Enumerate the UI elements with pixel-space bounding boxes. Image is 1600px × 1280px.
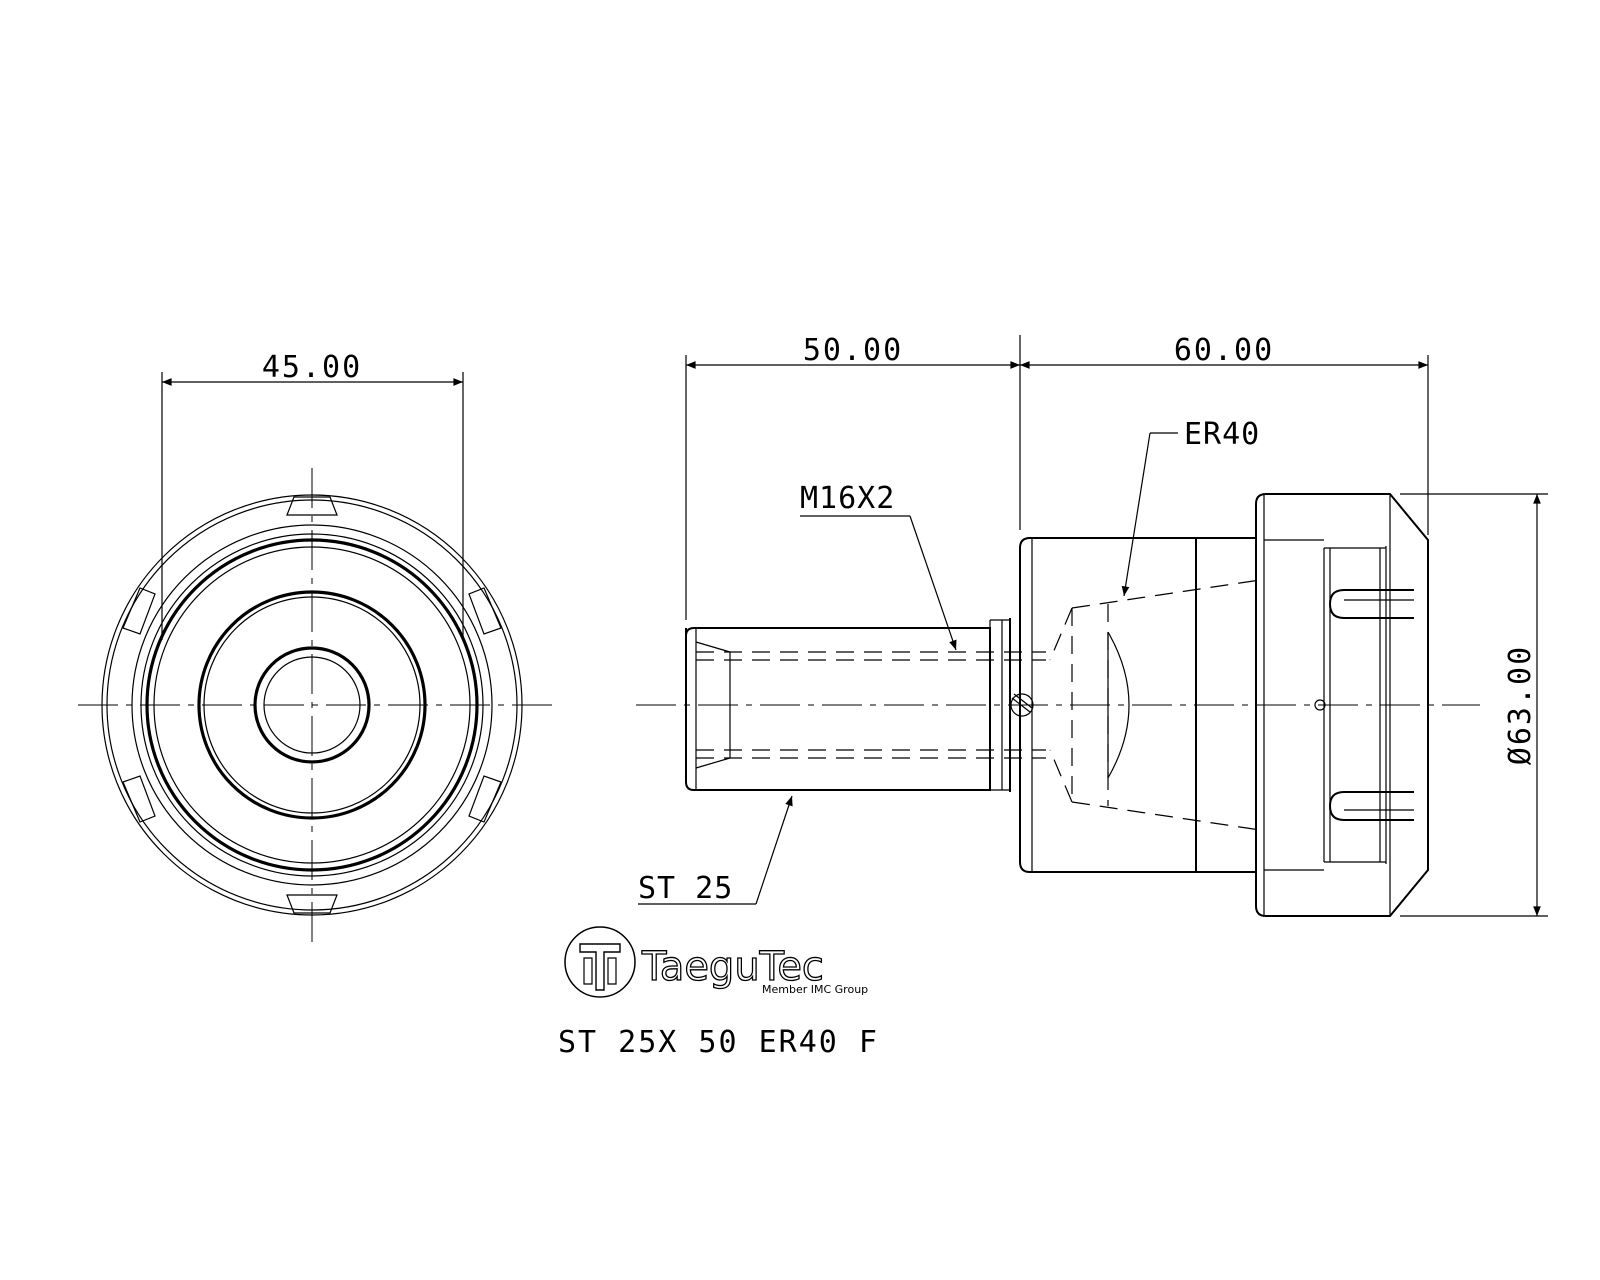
collet-nut [1255,493,1429,917]
dimension-shank-length: 50.00 [685,333,1021,620]
brand-name: TaeguTec [641,944,824,990]
dimension-diameter-label: Ø63.00 [1503,645,1538,765]
dimension-diameter: Ø63.00 [1400,493,1548,917]
callout-shank: ST 25 [638,795,793,906]
collet-label: ER40 [1184,417,1260,452]
side-view: 50.00 60.00 Ø63.00 M16X2 ER40 [636,333,1548,917]
brand-logo: TaeguTec Member IMC Group [564,926,868,998]
logo-icon [564,926,636,998]
part-number: ST 25X 50 ER40 F [558,1025,879,1060]
dimension-60-label: 60.00 [1174,333,1274,368]
shank-label: ST 25 [638,871,733,906]
dimension-50-label: 50.00 [803,333,903,368]
callout-thread: M16X2 [800,481,957,651]
shank [685,618,1046,792]
front-view: 45.00 [78,350,552,948]
thread-label: M16X2 [800,481,895,516]
wrench-slot [122,496,502,914]
dimension-holder-length: 60.00 [1019,333,1429,535]
holder-body [1019,537,1261,873]
dimension-45-label: 45.00 [262,350,362,385]
dimension-front-width: 45.00 [161,350,464,640]
brand-tagline: Member IMC Group [762,983,868,996]
callout-collet: ER40 [1121,417,1260,597]
